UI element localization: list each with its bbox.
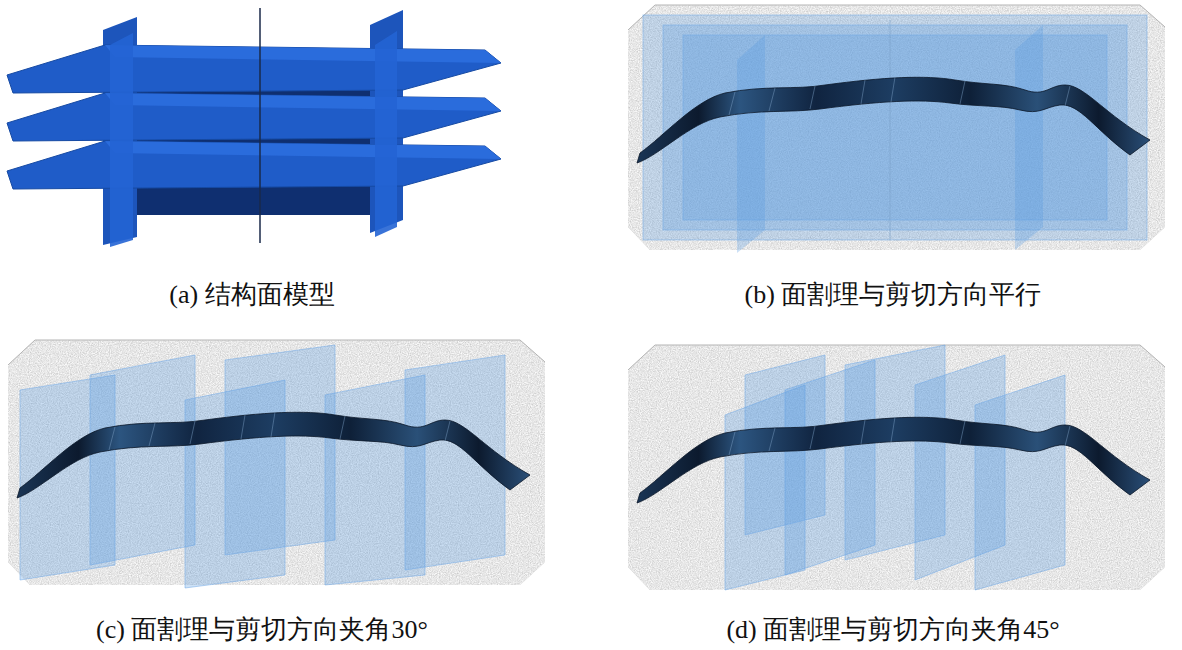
panel-caption: (b) 面割理与剪切方向平行 — [745, 279, 1042, 310]
panel-caption: (d) 面割理与剪切方向夹角45° — [726, 614, 1059, 645]
panel-caption: (c) 面割理与剪切方向夹角30° — [96, 614, 428, 645]
panel-caption: (a) 结构面模型 — [169, 279, 334, 310]
